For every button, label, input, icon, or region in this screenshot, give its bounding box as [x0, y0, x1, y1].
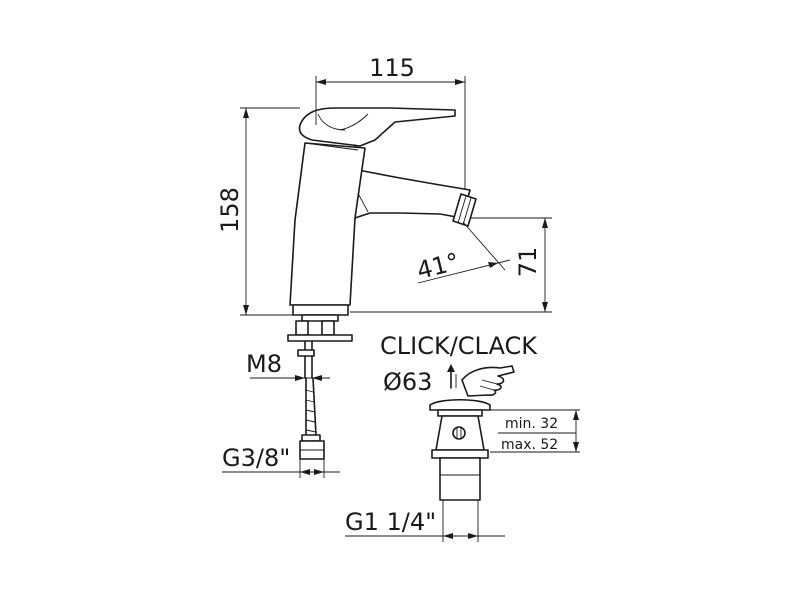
- spout: [354, 144, 471, 219]
- labels: 115 158 71 41° M8 G3/8" G1 1/4" CLICK/CL…: [216, 54, 558, 536]
- popup-waste: [429, 399, 491, 501]
- spout-angle-label: 41°: [414, 248, 462, 285]
- finger-press-icon: [461, 365, 515, 397]
- waste-thread: [439, 457, 481, 501]
- faucet-base: [292, 304, 349, 316]
- up-arrow-icon: [447, 364, 457, 389]
- mounting-plate: [287, 334, 353, 342]
- lever-handle: [298, 107, 456, 147]
- diameter-label: Ø63: [383, 368, 432, 396]
- faucet-body: [287, 107, 477, 460]
- width-label: 115: [369, 54, 415, 82]
- mechanism-label: CLICK/CLACK: [380, 332, 538, 360]
- waste-cap: [429, 399, 491, 411]
- waste-thread-label: G1 1/4": [345, 508, 436, 536]
- height-label: 158: [216, 187, 244, 233]
- max-height-label: max. 52: [501, 437, 558, 453]
- connection-thread-label: M8: [246, 350, 282, 378]
- min-height-label: min. 32: [505, 416, 558, 432]
- hose-thread-label: G3/8": [222, 444, 290, 472]
- dimension-lines: [222, 76, 580, 542]
- faucet-column: [289, 142, 366, 306]
- outlet-height-label: 71: [514, 247, 542, 278]
